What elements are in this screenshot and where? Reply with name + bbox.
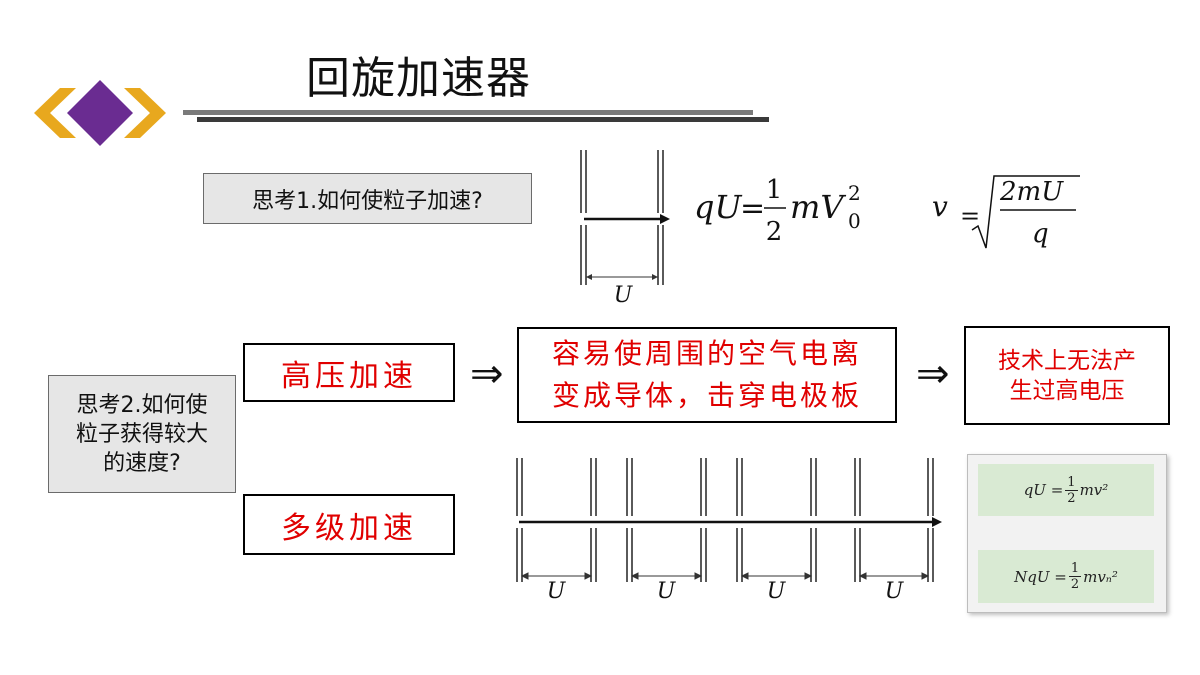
svg-text:2mU: 2mU	[999, 177, 1064, 207]
technical-limit-line1: 技术上无法产	[998, 347, 1136, 374]
work-energy-formula-panel: qU = 1 2 mv² NqU = 1 2 mvₙ²	[967, 454, 1167, 613]
formula1-right: mv²	[1079, 481, 1109, 499]
plate-gap-label: U	[614, 283, 634, 305]
page-title: 回旋加速器	[306, 53, 531, 104]
formula2-right: mvₙ²	[1083, 567, 1118, 586]
formula1-den: 2	[1067, 490, 1076, 506]
think2-question-line1: 思考2.如何使	[76, 392, 208, 418]
formula1-fraction: 1 2	[1065, 474, 1078, 506]
implies-arrow-1: ⇒	[470, 351, 504, 397]
gap-label-4: U	[885, 579, 905, 604]
svg-text:1: 1	[766, 175, 783, 205]
svg-text:2: 2	[766, 217, 783, 247]
svg-text:2: 2	[848, 181, 861, 205]
multi-stage-formula: NqU = 1 2 mvₙ²	[978, 550, 1154, 603]
gap-label-1: U	[547, 579, 567, 604]
high-voltage-label: 高压加速	[281, 358, 417, 394]
svg-text:=: =	[960, 202, 980, 230]
implies-arrow-2: ⇒	[916, 351, 950, 397]
single-stage-formula: qU = 1 2 mv²	[978, 464, 1154, 516]
think1-question-box: 思考1.如何使粒子加速?	[203, 173, 532, 224]
think2-question-line2: 粒子获得较大	[75, 421, 208, 447]
svg-text:v: v	[932, 190, 948, 223]
svg-text:=: =	[740, 191, 765, 226]
formula2-fraction: 1 2	[1068, 561, 1082, 592]
two-plate-diagram: U	[580, 150, 670, 305]
formula2-num: 1	[1068, 561, 1082, 577]
multi-stage-plates-diagram: U U U U	[516, 458, 942, 604]
energy-formula: qU = 1 2 mV 2 0	[694, 175, 861, 247]
ionization-line1: 容易使周围的空气电离	[551, 337, 862, 370]
high-voltage-box: 高压加速	[243, 343, 455, 402]
gap-label-2: U	[657, 579, 677, 604]
ionization-line2: 变成导体，击穿电极板	[551, 379, 862, 412]
formula2-left: NqU =	[1014, 567, 1067, 586]
technical-limit-line2: 生过高电压	[1009, 377, 1125, 404]
svg-text:q: q	[1032, 219, 1049, 249]
gap-label-3: U	[767, 579, 787, 604]
multi-stage-label: 多级加速	[281, 510, 417, 546]
ionization-problem-box: 容易使周围的空气电离 变成导体，击穿电极板	[517, 327, 897, 423]
logo-diamond-icon	[34, 80, 166, 146]
title-underline-2	[197, 117, 769, 122]
think1-question: 思考1.如何使粒子加速?	[252, 188, 483, 214]
velocity-formula: v = 2mU q	[932, 175, 1080, 249]
formula1-num: 1	[1065, 474, 1078, 491]
technical-limit-box: 技术上无法产 生过高电压	[964, 326, 1170, 425]
svg-text:mV: mV	[790, 188, 846, 226]
formula2-den: 2	[1070, 577, 1080, 592]
formula1-left: qU =	[1023, 481, 1064, 499]
title-underline-1	[183, 110, 753, 115]
multi-stage-box: 多级加速	[243, 494, 455, 555]
think2-question-box: 思考2.如何使 粒子获得较大 的速度?	[48, 375, 236, 493]
svg-text:0: 0	[848, 209, 861, 233]
svg-text:qU: qU	[694, 188, 742, 226]
think2-question-line3: 的速度?	[103, 450, 181, 476]
